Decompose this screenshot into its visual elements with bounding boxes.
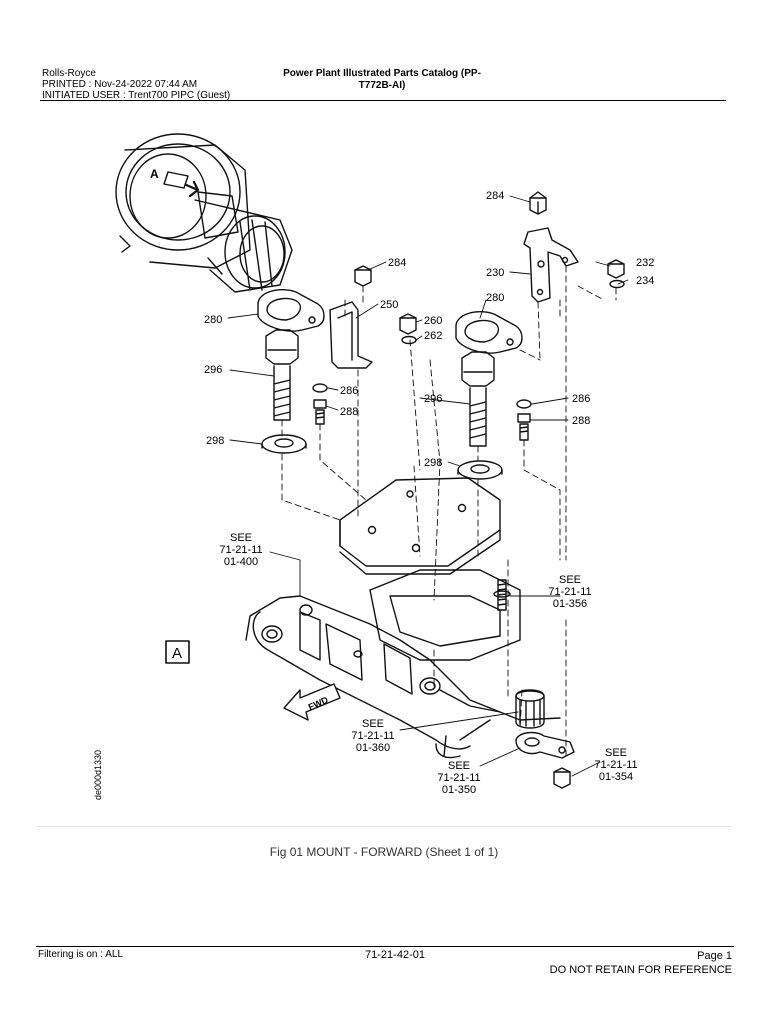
bracket-250 <box>329 301 373 369</box>
callout-262: 262 <box>424 330 442 342</box>
washer-298-left <box>261 434 307 454</box>
callout-284-upper: 284 <box>486 190 504 202</box>
title-line-1: Power Plant Illustrated Parts Catalog (P… <box>283 68 481 79</box>
figure-separator <box>36 826 732 827</box>
initiated-user: INITIATED USER : Trent700 PIPC (Guest) <box>42 90 231 101</box>
ref-item: 01-354 <box>599 771 633 783</box>
callout-298-left: 298 <box>206 435 224 447</box>
ref-item: 01-360 <box>356 742 390 754</box>
drawing-id: de000d1330 <box>93 750 103 800</box>
support-plate <box>339 477 501 575</box>
ref-01-400: SEE 71-21-11 01-400 <box>219 532 262 568</box>
callout-288-right: 288 <box>572 415 590 427</box>
ref-see: SEE <box>230 532 252 544</box>
screw-288-left <box>313 399 327 425</box>
callout-280-right: 280 <box>486 292 504 304</box>
callout-250: 250 <box>380 299 398 311</box>
ref-item: 01-356 <box>553 598 587 610</box>
view-a-box: A <box>165 640 190 664</box>
ref-item: 01-400 <box>224 556 258 568</box>
footer-rule <box>36 946 734 947</box>
ref-section: 71-21-11 <box>548 586 591 598</box>
ref-see: SEE <box>559 574 581 586</box>
bolt-296-left <box>265 329 299 421</box>
lockplate-350 <box>515 731 575 759</box>
printed-timestamp: PRINTED : Nov-24-2022 07:44 AM <box>42 79 198 90</box>
nut-284-upper <box>529 191 547 215</box>
callout-labels: 284 232 234 230 284 280 280 250 260 262 … <box>204 190 654 469</box>
callout-280-left: 280 <box>204 314 222 326</box>
retention-notice: DO NOT RETAIN FOR REFERENCE <box>549 964 732 976</box>
stud-356 <box>493 579 511 611</box>
ref-see: SEE <box>362 718 384 730</box>
view-a-arrow: A <box>150 167 200 198</box>
ref-01-356: SEE 71-21-11 01-356 <box>548 574 591 610</box>
see-references: SEE 71-21-11 01-400 SEE 71-21-11 01-356 … <box>219 532 637 796</box>
ref-item: 01-350 <box>442 784 476 796</box>
header-left: Rolls-Royce PRINTED : Nov-24-2022 07:44 … <box>42 68 230 101</box>
callout-288-left: 288 <box>340 406 358 418</box>
fwd-arrow: FWD <box>283 683 341 721</box>
callout-284-lower: 284 <box>388 257 406 269</box>
filter-status: Filtering is on : ALL <box>38 949 124 960</box>
ref-section: 71-21-11 <box>351 730 394 742</box>
washer-286-right <box>516 399 532 409</box>
washer-298-right <box>457 460 503 480</box>
mount-frame <box>245 569 561 759</box>
bolt-296-right <box>461 351 495 447</box>
ref-01-360: SEE 71-21-11 01-360 <box>351 718 394 754</box>
callout-230: 230 <box>486 267 504 279</box>
view-a-letter: A <box>150 167 159 181</box>
header-rule <box>40 100 726 101</box>
callout-286-right: 286 <box>572 393 590 405</box>
ref-01-354: SEE 71-21-11 01-354 <box>594 747 637 783</box>
callout-296-right: 296 <box>424 393 442 405</box>
nut-232 <box>607 259 625 289</box>
document-title: Power Plant Illustrated Parts Catalog (P… <box>262 68 502 92</box>
ref-leaders <box>269 551 601 777</box>
company-name: Rolls-Royce <box>42 68 96 79</box>
nut-354 <box>553 767 571 789</box>
ref-section: 71-21-11 <box>594 759 637 771</box>
engine-sketch <box>115 133 293 293</box>
washer-286-left <box>312 383 328 393</box>
ref-section: 71-21-11 <box>437 772 480 784</box>
callout-298-right: 298 <box>424 457 442 469</box>
plate-280-left <box>257 288 325 332</box>
title-line-2: T772B-AI) <box>358 80 406 91</box>
nut-284-lower <box>354 265 372 287</box>
page-number: Page 1 <box>697 950 732 962</box>
view-a-box-letter: A <box>172 645 182 662</box>
ref-see: SEE <box>605 747 627 759</box>
ref-01-350: SEE 71-21-11 01-350 <box>437 760 480 796</box>
plate-280-right <box>455 310 523 354</box>
nut-260 <box>399 313 417 345</box>
figure-caption: Fig 01 MOUNT - FORWARD (Sheet 1 of 1) <box>269 845 499 859</box>
callout-260: 260 <box>424 315 442 327</box>
callout-286-left: 286 <box>340 385 358 397</box>
bushing-360 <box>515 689 545 729</box>
screw-288-right <box>517 413 531 441</box>
callout-296-left: 296 <box>204 364 222 376</box>
bracket-230 <box>523 227 579 303</box>
callout-232: 232 <box>636 257 654 269</box>
callout-234: 234 <box>636 275 654 287</box>
footer-right: Page 1 DO NOT RETAIN FOR REFERENCE <box>550 949 732 977</box>
ref-section: 71-21-11 <box>219 544 262 556</box>
leader-lines <box>227 195 629 467</box>
ref-see: SEE <box>448 760 470 772</box>
doc-reference: 71-21-42-01 <box>365 949 425 961</box>
